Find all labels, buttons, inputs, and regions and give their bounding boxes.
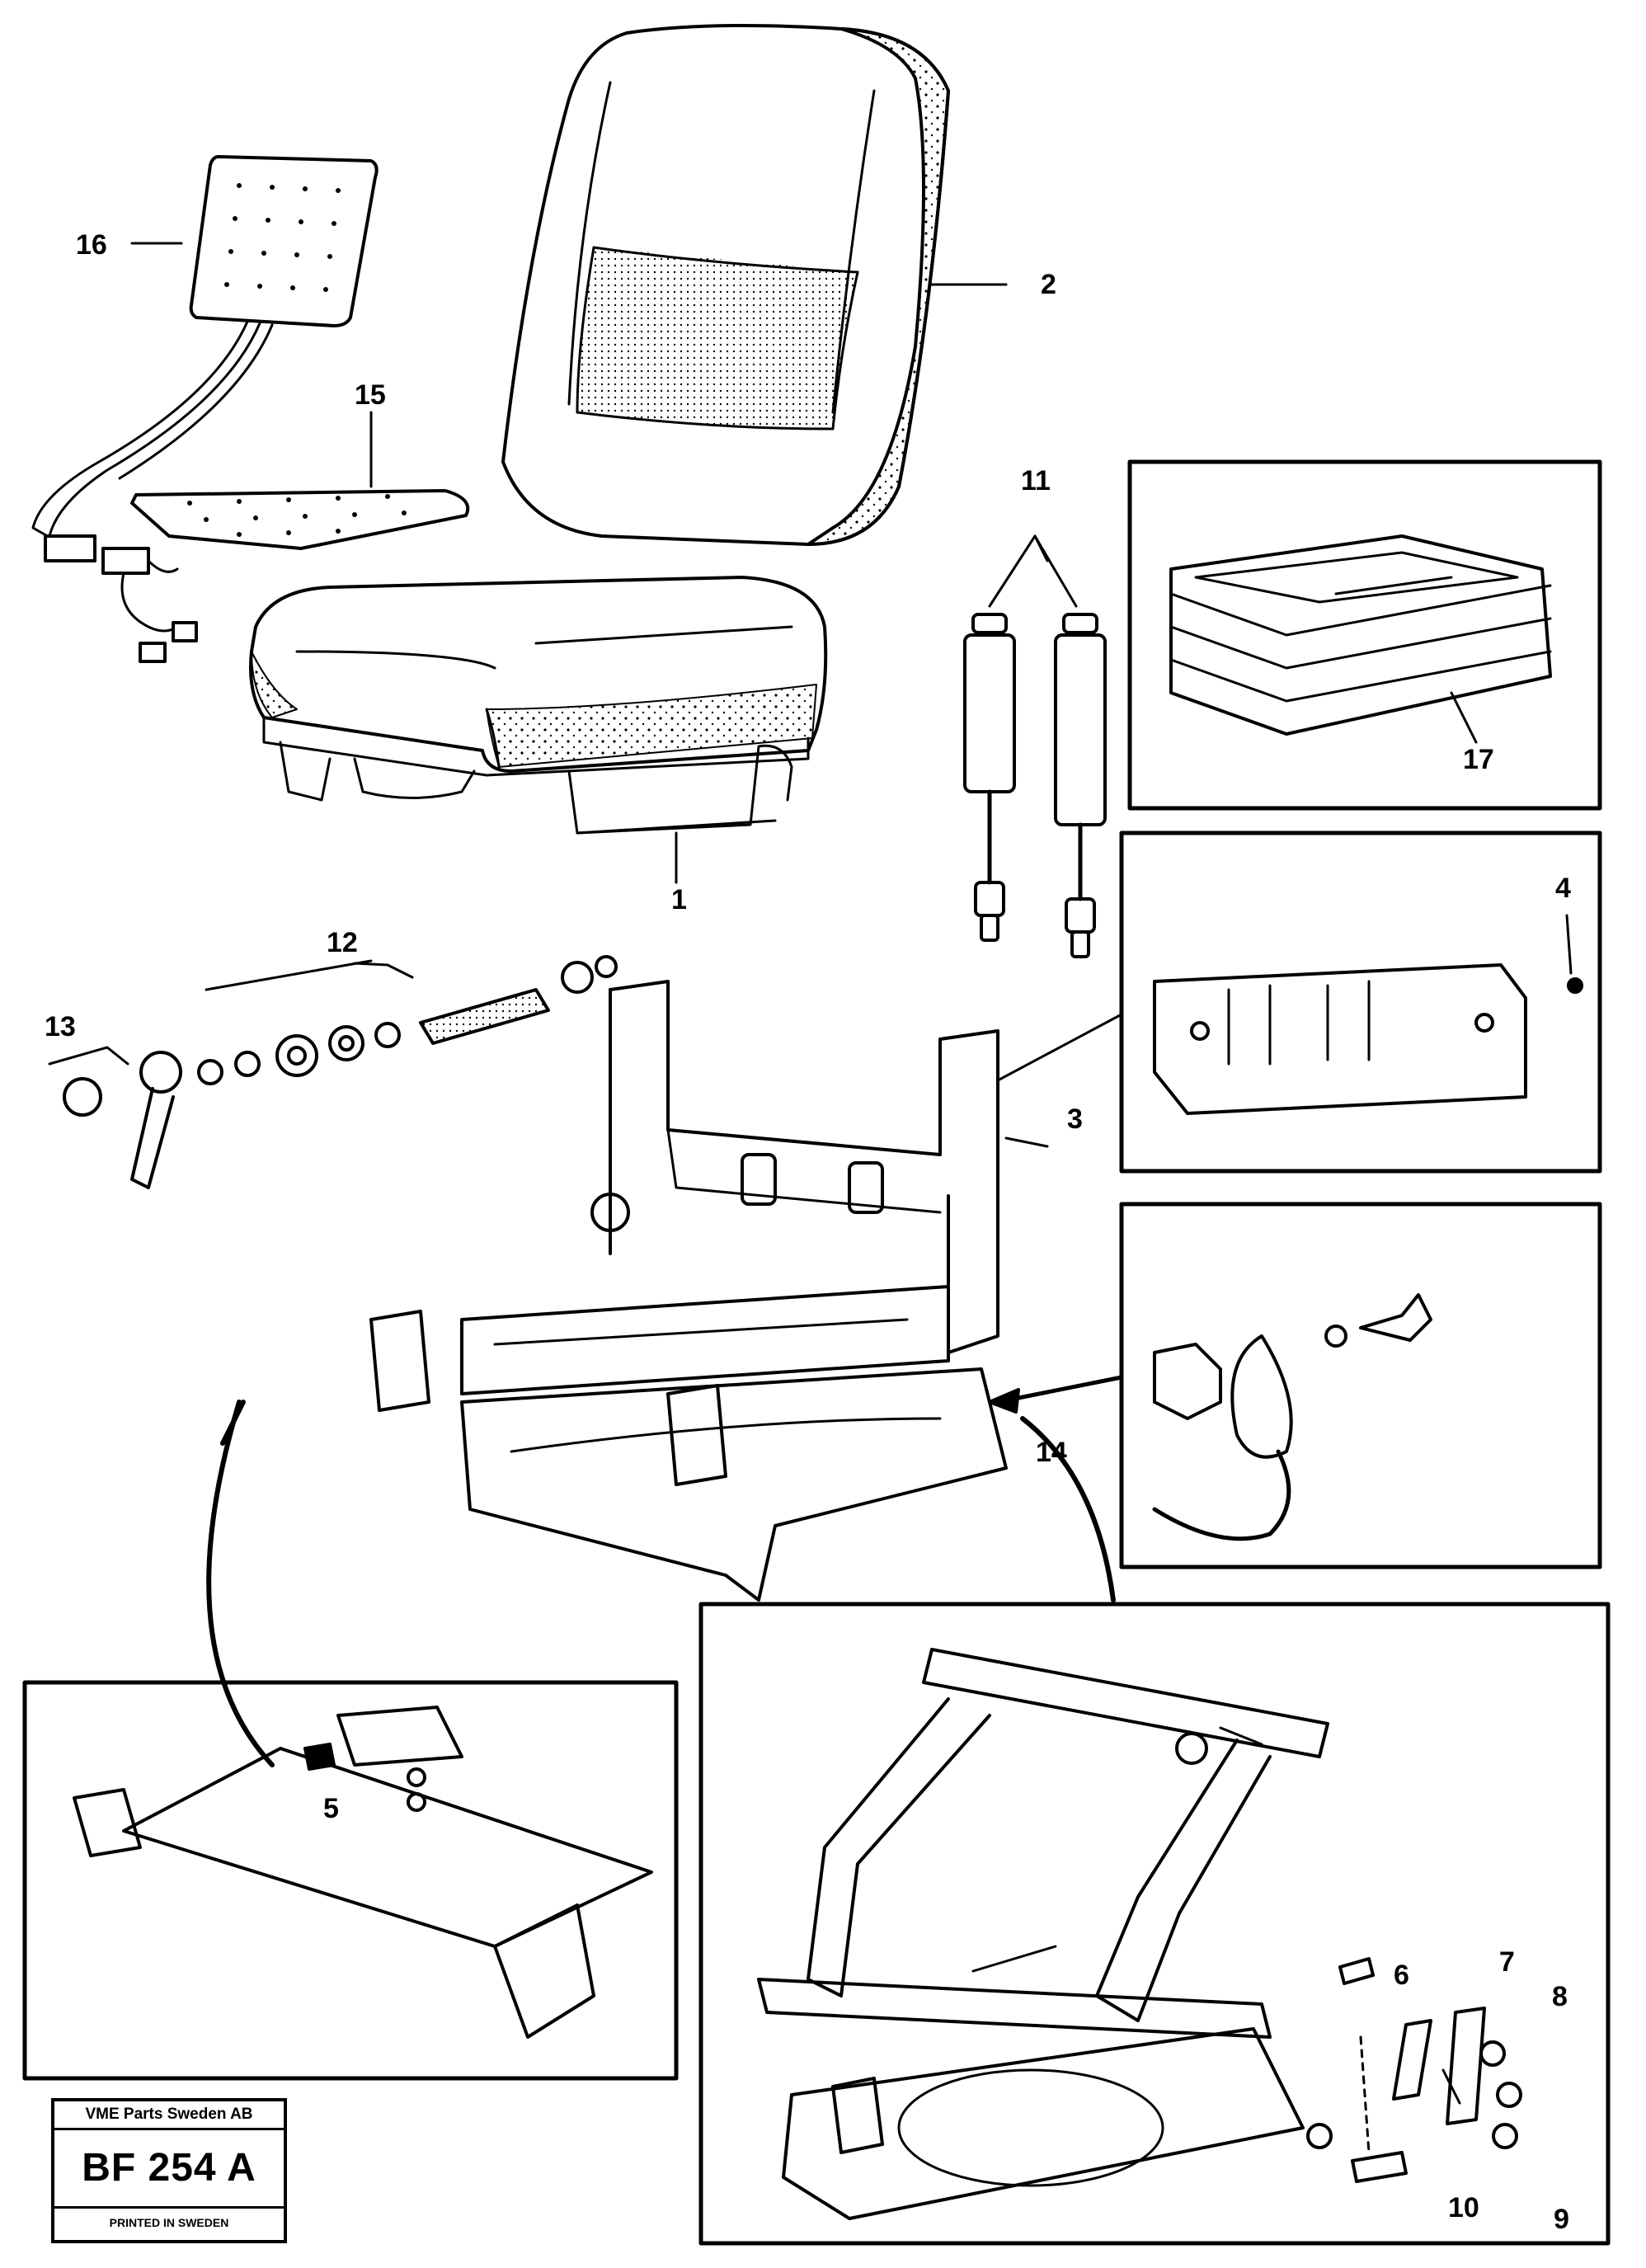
stamp-drawing-code: BF 254 A: [54, 2130, 284, 2209]
slide-rail-inset: [22, 1400, 679, 2081]
callout-1: 1: [671, 884, 687, 915]
callout-9: 9: [1554, 2204, 1569, 2235]
callout-8: 8: [1552, 1981, 1568, 2012]
connector-arcs: [1020, 1416, 1116, 1602]
shaft-assembly: [48, 955, 618, 1189]
suspension-frame: [369, 980, 1123, 1602]
seat-cushion: [249, 576, 828, 884]
callout-17: 17: [1463, 744, 1494, 775]
callout-6: 6: [1394, 1960, 1409, 1991]
callout-16: 16: [76, 229, 107, 261]
cable-inset: [988, 1202, 1602, 1569]
bellows-inset: [1127, 459, 1602, 811]
backrest-cushion: [501, 24, 1008, 546]
callout-13: 13: [45, 1011, 76, 1042]
gas-springs: [963, 534, 1107, 958]
stamp-printed-note: PRINTED IN SWEDEN: [109, 2216, 229, 2229]
callout-2: 2: [1041, 269, 1056, 300]
front-panel-inset: [1119, 831, 1602, 1174]
scissor-inset: [698, 1602, 1611, 2246]
callout-3: 3: [1067, 1103, 1083, 1135]
stamp-company: VME Parts Sweden AB: [54, 2101, 284, 2130]
callout-7: 7: [1499, 1946, 1515, 1978]
callout-4: 4: [1555, 873, 1571, 904]
callout-5: 5: [323, 1793, 339, 1824]
callout-10: 10: [1448, 2192, 1479, 2223]
callout-14: 14: [1036, 1437, 1067, 1468]
callout-12: 12: [327, 927, 358, 958]
heater-pad-back: [31, 155, 379, 546]
callout-15: 15: [355, 379, 386, 411]
title-stamp: VME Parts Sweden AB BF 254 A PRINTED IN …: [51, 2098, 287, 2243]
heater-pad-seat: [44, 411, 470, 663]
callout-11: 11: [1021, 465, 1051, 496]
